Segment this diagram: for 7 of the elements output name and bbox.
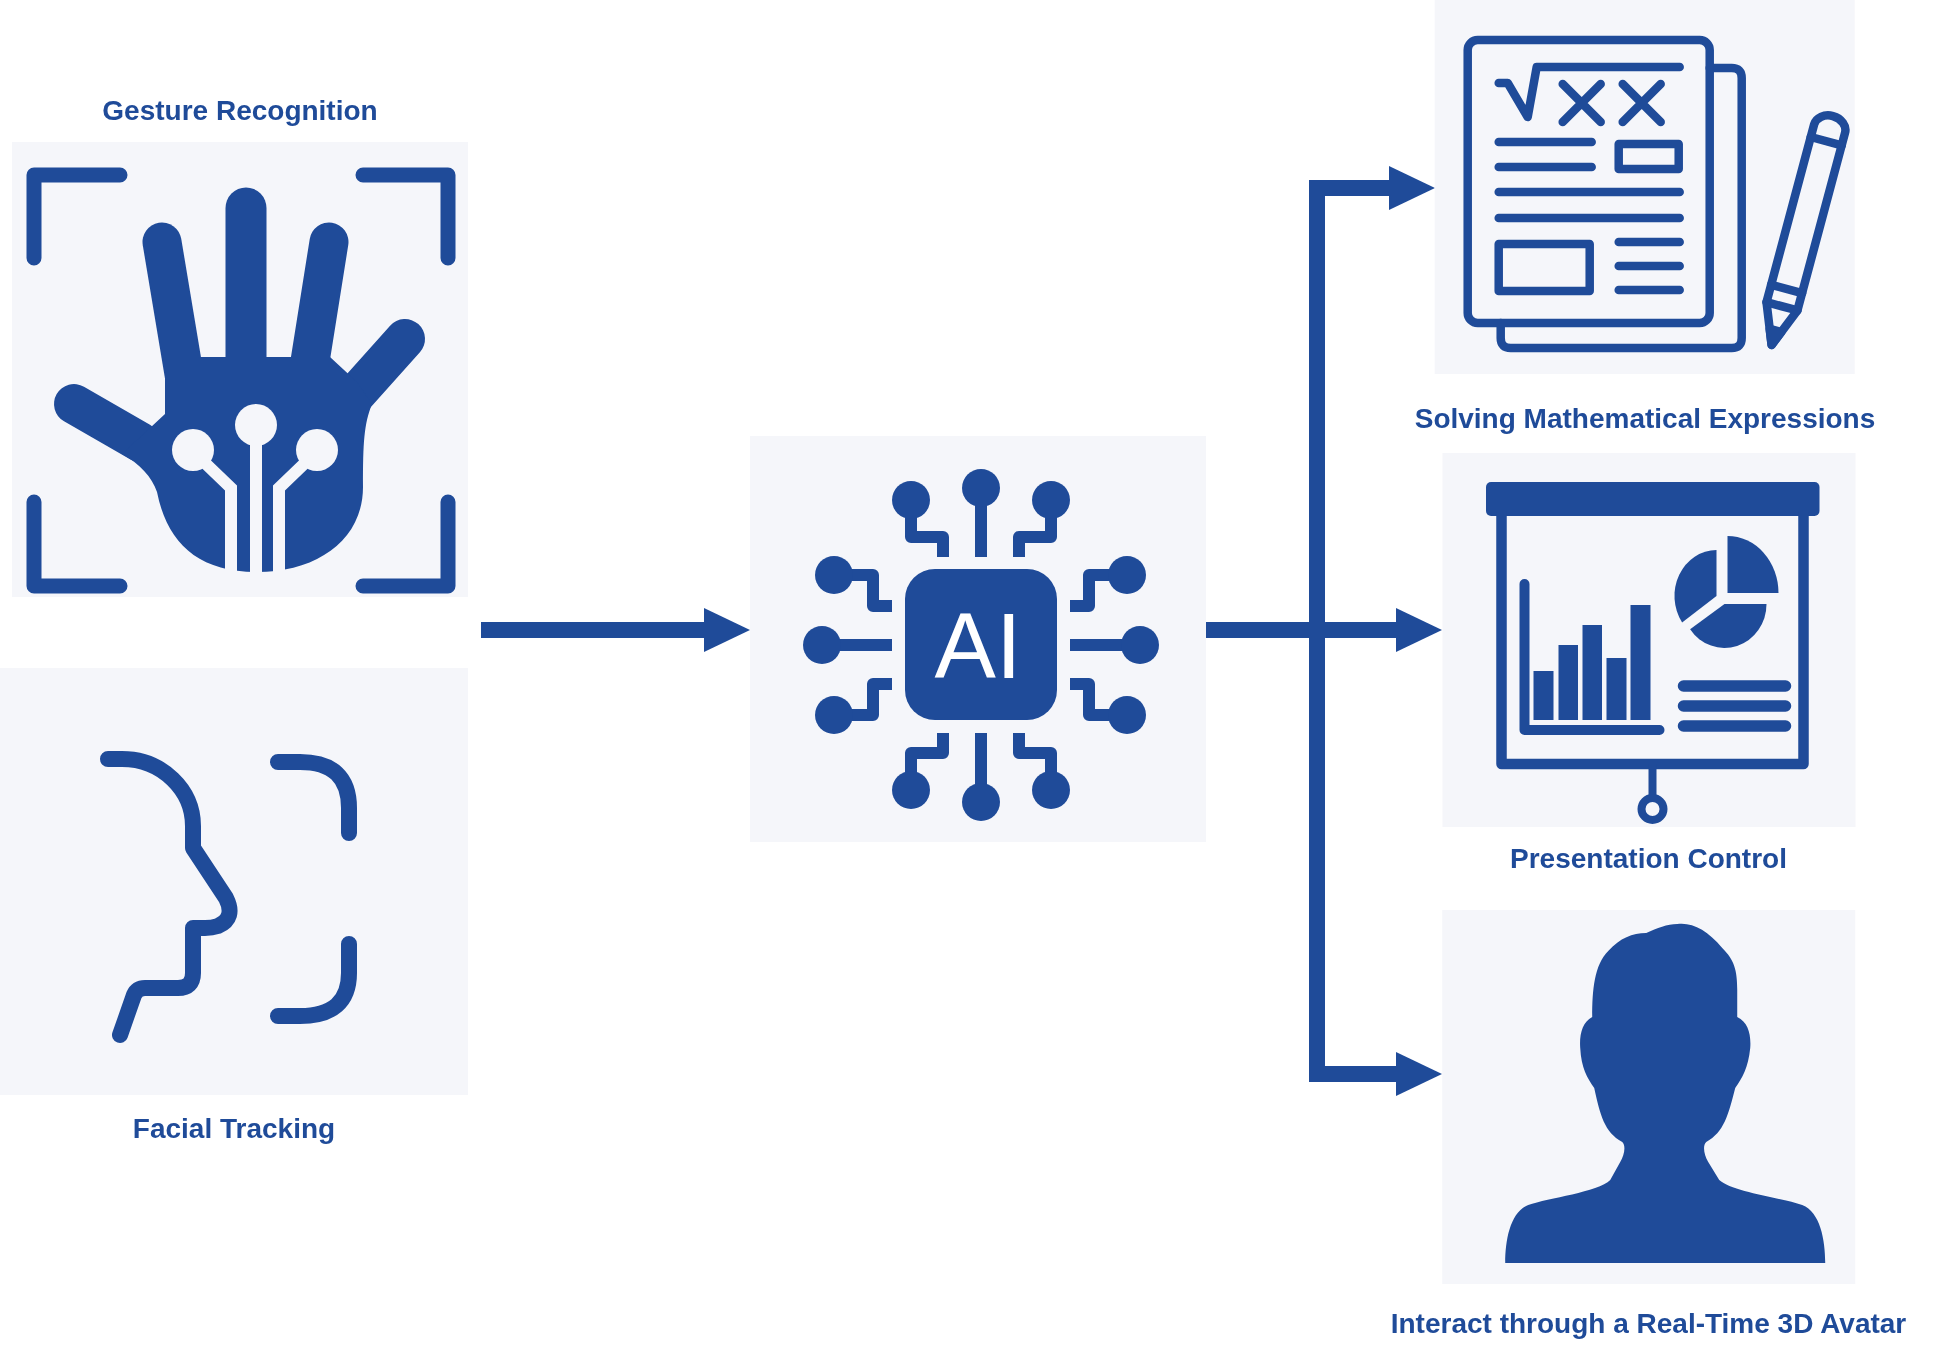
- arrow: [481, 608, 750, 652]
- node-label: Presentation Control: [1510, 842, 1787, 876]
- node-label: Facial Tracking: [132, 1112, 336, 1146]
- node-label: Interact through a Real-Time 3D Avatar: [1390, 1307, 1907, 1341]
- node-label: Gesture Recognition: [102, 94, 378, 128]
- node-label: Solving Mathematical Expressions: [1414, 402, 1876, 436]
- chip-label: AI: [934, 600, 1022, 692]
